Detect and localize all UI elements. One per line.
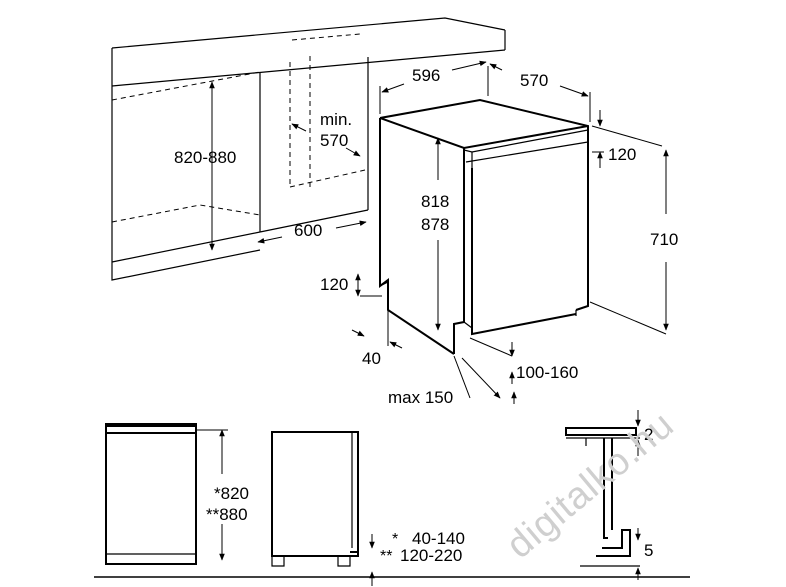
label-foot-star1: * bbox=[392, 531, 398, 548]
label-top-offset: 120 bbox=[608, 145, 636, 164]
label-appliance-width: 596 bbox=[412, 66, 440, 85]
label-height-a: 818 bbox=[421, 192, 449, 211]
label-cabinet-height: 820-880 bbox=[174, 148, 236, 167]
detail-view bbox=[565, 410, 641, 580]
label-min-value: 570 bbox=[320, 131, 348, 150]
label-detail-bottom: 5 bbox=[644, 541, 653, 560]
label-foot-range2: 120-220 bbox=[400, 546, 462, 565]
label-niche-width: 600 bbox=[294, 221, 322, 240]
side-view-appliance bbox=[271, 431, 375, 586]
label-side-height: 710 bbox=[650, 230, 678, 249]
dimension-lines bbox=[209, 60, 669, 404]
label-max: max 150 bbox=[388, 388, 453, 407]
side-view-cabinet bbox=[105, 423, 228, 565]
label-side-h2: **880 bbox=[206, 505, 248, 524]
label-side-h1: *820 bbox=[214, 484, 249, 503]
label-foot-range: 100-160 bbox=[516, 363, 578, 382]
label-foot-range1: 40-140 bbox=[412, 529, 465, 548]
label-min: min. bbox=[320, 110, 352, 129]
label-plinth-height: 120 bbox=[320, 275, 348, 294]
kitchen-cabinet-outline bbox=[111, 17, 506, 281]
label-plinth-depth: 40 bbox=[362, 349, 381, 368]
label-appliance-depth: 570 bbox=[520, 71, 548, 90]
dishwasher-3d-view bbox=[379, 98, 589, 355]
label-height-b: 878 bbox=[421, 215, 449, 234]
label-foot-star2: ** bbox=[380, 548, 392, 565]
label-detail-top: 2 bbox=[644, 425, 653, 444]
